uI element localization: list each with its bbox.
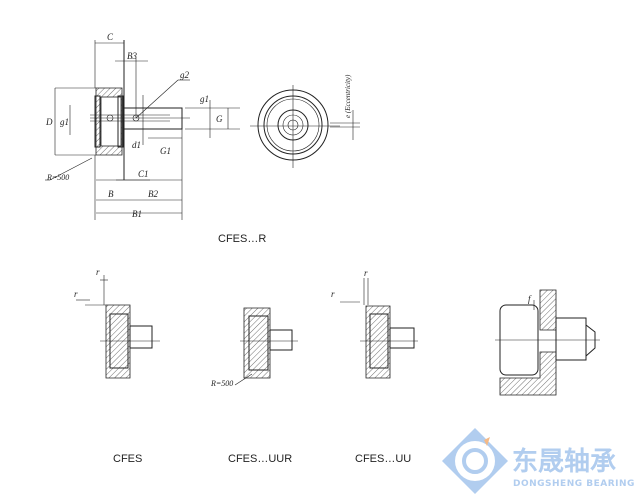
- variant-cfes-uur: R=500: [210, 307, 298, 388]
- dongsheng-logo: 东晟轴承 DONGSHENG BEARING: [442, 428, 635, 494]
- dim-C: C: [107, 32, 114, 42]
- dim-R: R=500: [46, 173, 69, 182]
- dim-g1-left: g1: [60, 117, 69, 127]
- dim-B2: B2: [148, 189, 158, 199]
- eccentricity-label: e (Eccentricity): [344, 74, 352, 118]
- dim-G1: G1: [160, 146, 171, 156]
- caption-cfes-uur: CFES…UUR: [228, 453, 292, 465]
- dim-g1-right: g1: [200, 94, 209, 104]
- dim-r-top: r: [364, 268, 368, 278]
- dim-B3: B3: [127, 51, 137, 61]
- cam-follower-side-view: C B3 g2 D g1 g1 d1 G1 G R=500 C1 B B2 B1: [45, 32, 240, 220]
- caption-cfes-uu: CFES…UU: [355, 453, 411, 465]
- dim-B1: B1: [132, 209, 142, 219]
- dim-r-side: r: [74, 289, 78, 299]
- dim-r-side: r: [331, 289, 335, 299]
- logo-cn: 东晟轴承: [512, 446, 616, 477]
- variant-mounted: f: [495, 289, 600, 396]
- dim-D: D: [45, 117, 53, 127]
- cam-follower-front-view: e (Eccentricity): [250, 74, 360, 168]
- caption-cfes-r: CFES…R: [218, 233, 266, 245]
- dim-G: G: [216, 114, 223, 124]
- dim-g2: g2: [180, 70, 190, 80]
- caption-cfes: CFES: [113, 453, 142, 465]
- dim-d1: d1: [132, 140, 141, 150]
- logo-en: DONGSHENG BEARING: [513, 479, 635, 489]
- variant-cfes-uu: r r: [331, 268, 418, 379]
- dim-f: f: [528, 294, 532, 304]
- dim-C1: C1: [138, 169, 149, 179]
- dim-B: B: [108, 189, 114, 199]
- dim-r-top: r: [96, 267, 100, 277]
- variant-cfes: r r: [74, 267, 160, 379]
- dim-r500: R=500: [210, 379, 233, 388]
